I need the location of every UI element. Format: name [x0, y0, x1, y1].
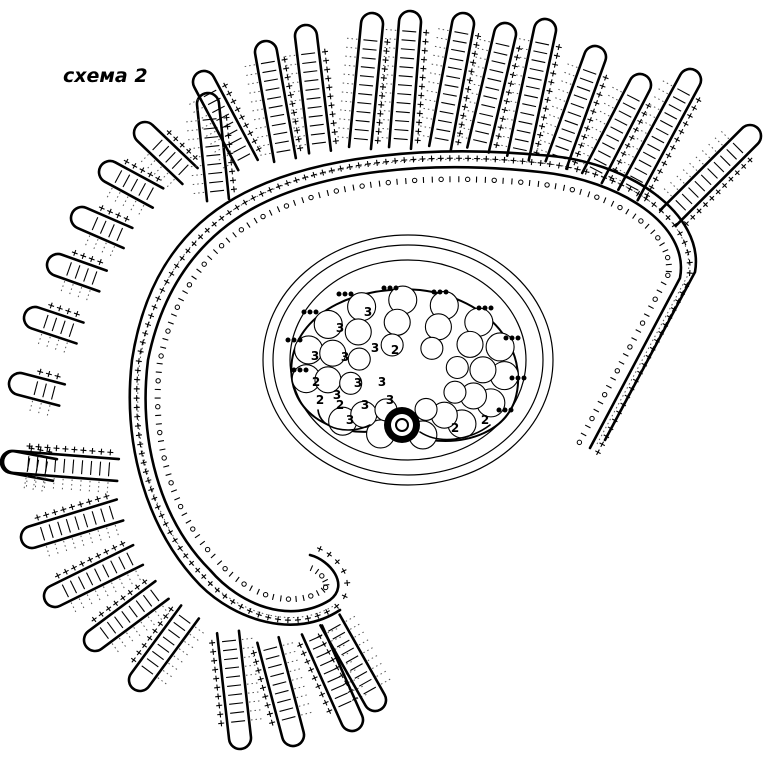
- crochet-rib-icon: [97, 158, 165, 216]
- crochet-rib-icon: [19, 493, 125, 558]
- crochet-rib-icon: [610, 67, 703, 202]
- stitch-count-label: 3: [364, 305, 372, 319]
- crochet-rib-icon: [455, 21, 523, 154]
- crochet-rib-icon: [45, 249, 108, 302]
- crochet-rib-icon: [495, 17, 562, 162]
- crochet-rib-icon: [375, 9, 430, 151]
- stitch-count-label: 3: [378, 375, 386, 389]
- stitch-count-label: 2: [451, 421, 459, 435]
- stitch-count-label: 3: [346, 413, 354, 427]
- stitch-count-label: 3: [336, 321, 344, 335]
- stitch-count-label: 3: [371, 341, 379, 355]
- crochet-rib-icon: [187, 69, 262, 172]
- stitch-count-label: 3: [354, 376, 362, 390]
- stitch-count-label: 2: [391, 343, 399, 357]
- stitch-count-label: 2: [336, 398, 344, 412]
- crochet-rib-icon: [22, 302, 85, 355]
- stitch-count-label: 3: [333, 388, 341, 402]
- crochet-rib-icon: [243, 39, 304, 164]
- crochet-rib-icon: [82, 579, 171, 654]
- crochet-rib-icon: [416, 11, 482, 152]
- crochet-rib-icon: [127, 604, 206, 693]
- crochet-rib-icon: [573, 72, 653, 185]
- crochet-rib-icon: [250, 635, 313, 748]
- crochet-rib-icon: [335, 11, 391, 151]
- stitch-count-label: 2: [316, 393, 324, 407]
- crochet-rib-icon: [42, 540, 145, 614]
- crochet-rib-icon: [69, 205, 134, 258]
- crochet-rib-icon: [297, 624, 368, 733]
- stitch-count-label: 3: [361, 398, 369, 412]
- rib-fringe: [0, 9, 763, 751]
- center-ring-icon: [384, 407, 420, 443]
- crochet-rib-icon: [283, 23, 339, 155]
- stitch-count-label: 2: [312, 375, 320, 389]
- stitch-count-label: 3: [311, 349, 319, 363]
- stitch-count-label: 3: [386, 393, 394, 407]
- crochet-rib-icon: [7, 368, 67, 418]
- crochet-rib-icon: [132, 120, 199, 189]
- crochet-rib-icon: [1, 443, 121, 495]
- crochet-rib-icon: [535, 44, 609, 171]
- stitch-count-label: 2: [481, 413, 489, 427]
- stitch-count-label: 3: [341, 350, 349, 364]
- paisley-border: [128, 150, 698, 626]
- crochet-rib-icon: [184, 91, 238, 203]
- chart-title: схема 2: [63, 65, 148, 87]
- crochet-rib-icon: [316, 613, 392, 713]
- crochet-rib-icon: [209, 629, 264, 751]
